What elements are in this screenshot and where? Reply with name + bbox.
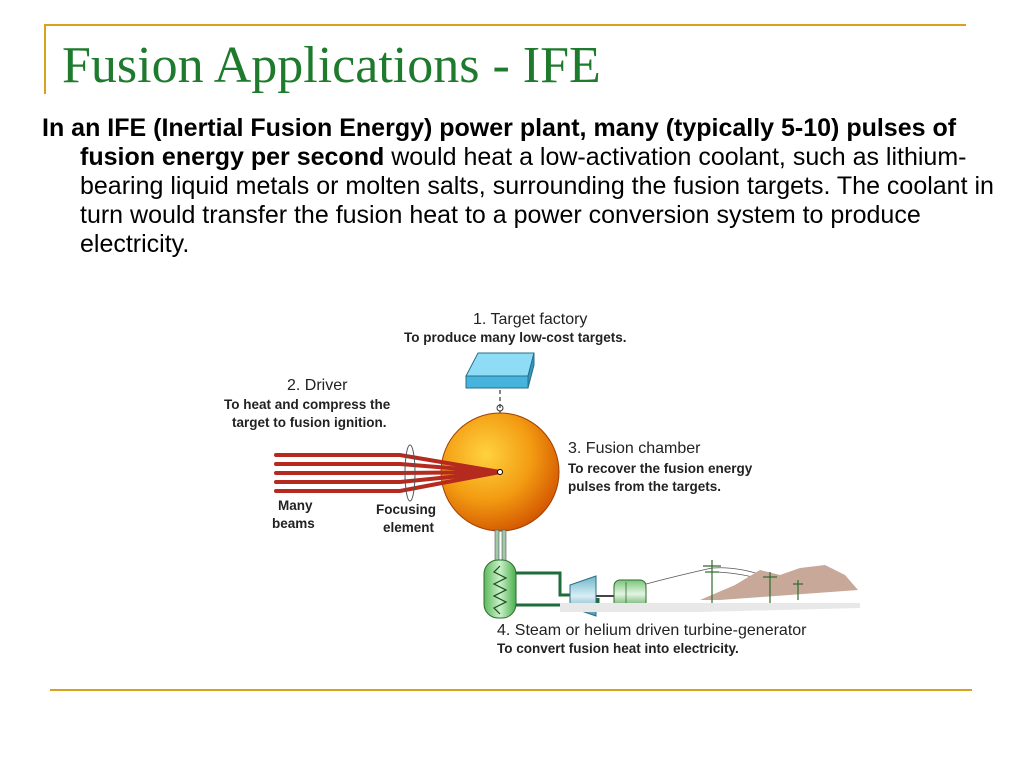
focusing-label-line1: Focusing	[376, 502, 436, 517]
body-regular-text: would heat a low-activation coolant, suc…	[80, 143, 994, 258]
coolant-pipe	[494, 529, 507, 563]
body-paragraph: In an IFE (Inertial Fusion Energy) power…	[42, 114, 1000, 259]
fusion-chamber-subtitle-line2: pulses from the targets.	[568, 479, 721, 494]
turbine-generator-subtitle: To convert fusion heat into electricity.	[497, 641, 739, 656]
fusion-chamber-subtitle-line1: To recover the fusion energy	[568, 461, 753, 476]
distant-mountains	[700, 565, 858, 600]
focusing-lens	[404, 444, 416, 502]
driver-beams	[274, 453, 502, 493]
fusion-chamber-title: 3. Fusion chamber	[568, 440, 701, 457]
turbine-generator-title: 4. Steam or helium driven turbine-genera…	[497, 622, 807, 639]
target-factory-subtitle: To produce many low-cost targets.	[404, 330, 627, 345]
frame-top-line	[44, 24, 966, 26]
driver-title: 2. Driver	[287, 377, 348, 394]
frame-bottom-line	[50, 689, 972, 691]
target-pellet	[496, 404, 504, 412]
heat-exchanger	[483, 559, 517, 619]
beams-label-line2: beams	[272, 516, 315, 531]
generator	[613, 579, 647, 609]
driver-subtitle-line2: target to fusion ignition.	[232, 415, 386, 430]
focusing-label-line2: element	[383, 520, 435, 535]
ground-strip	[560, 603, 860, 612]
fusion-target-point	[497, 469, 503, 475]
driver-subtitle-line1: To heat and compress the	[224, 397, 391, 412]
target-factory-title: 1. Target factory	[473, 311, 587, 328]
body-bold-text: In an IFE (Inertial Fusion Energy) power…	[42, 114, 957, 171]
frame-left-line	[44, 24, 46, 94]
transmission-tower-3	[793, 580, 803, 600]
slide-title: Fusion Applications - IFE	[62, 37, 601, 94]
transmission-tower-2	[763, 572, 777, 604]
beams-label-line1: Many	[278, 498, 313, 513]
target-factory-block	[465, 352, 535, 389]
transmission-tower-1	[703, 560, 721, 606]
